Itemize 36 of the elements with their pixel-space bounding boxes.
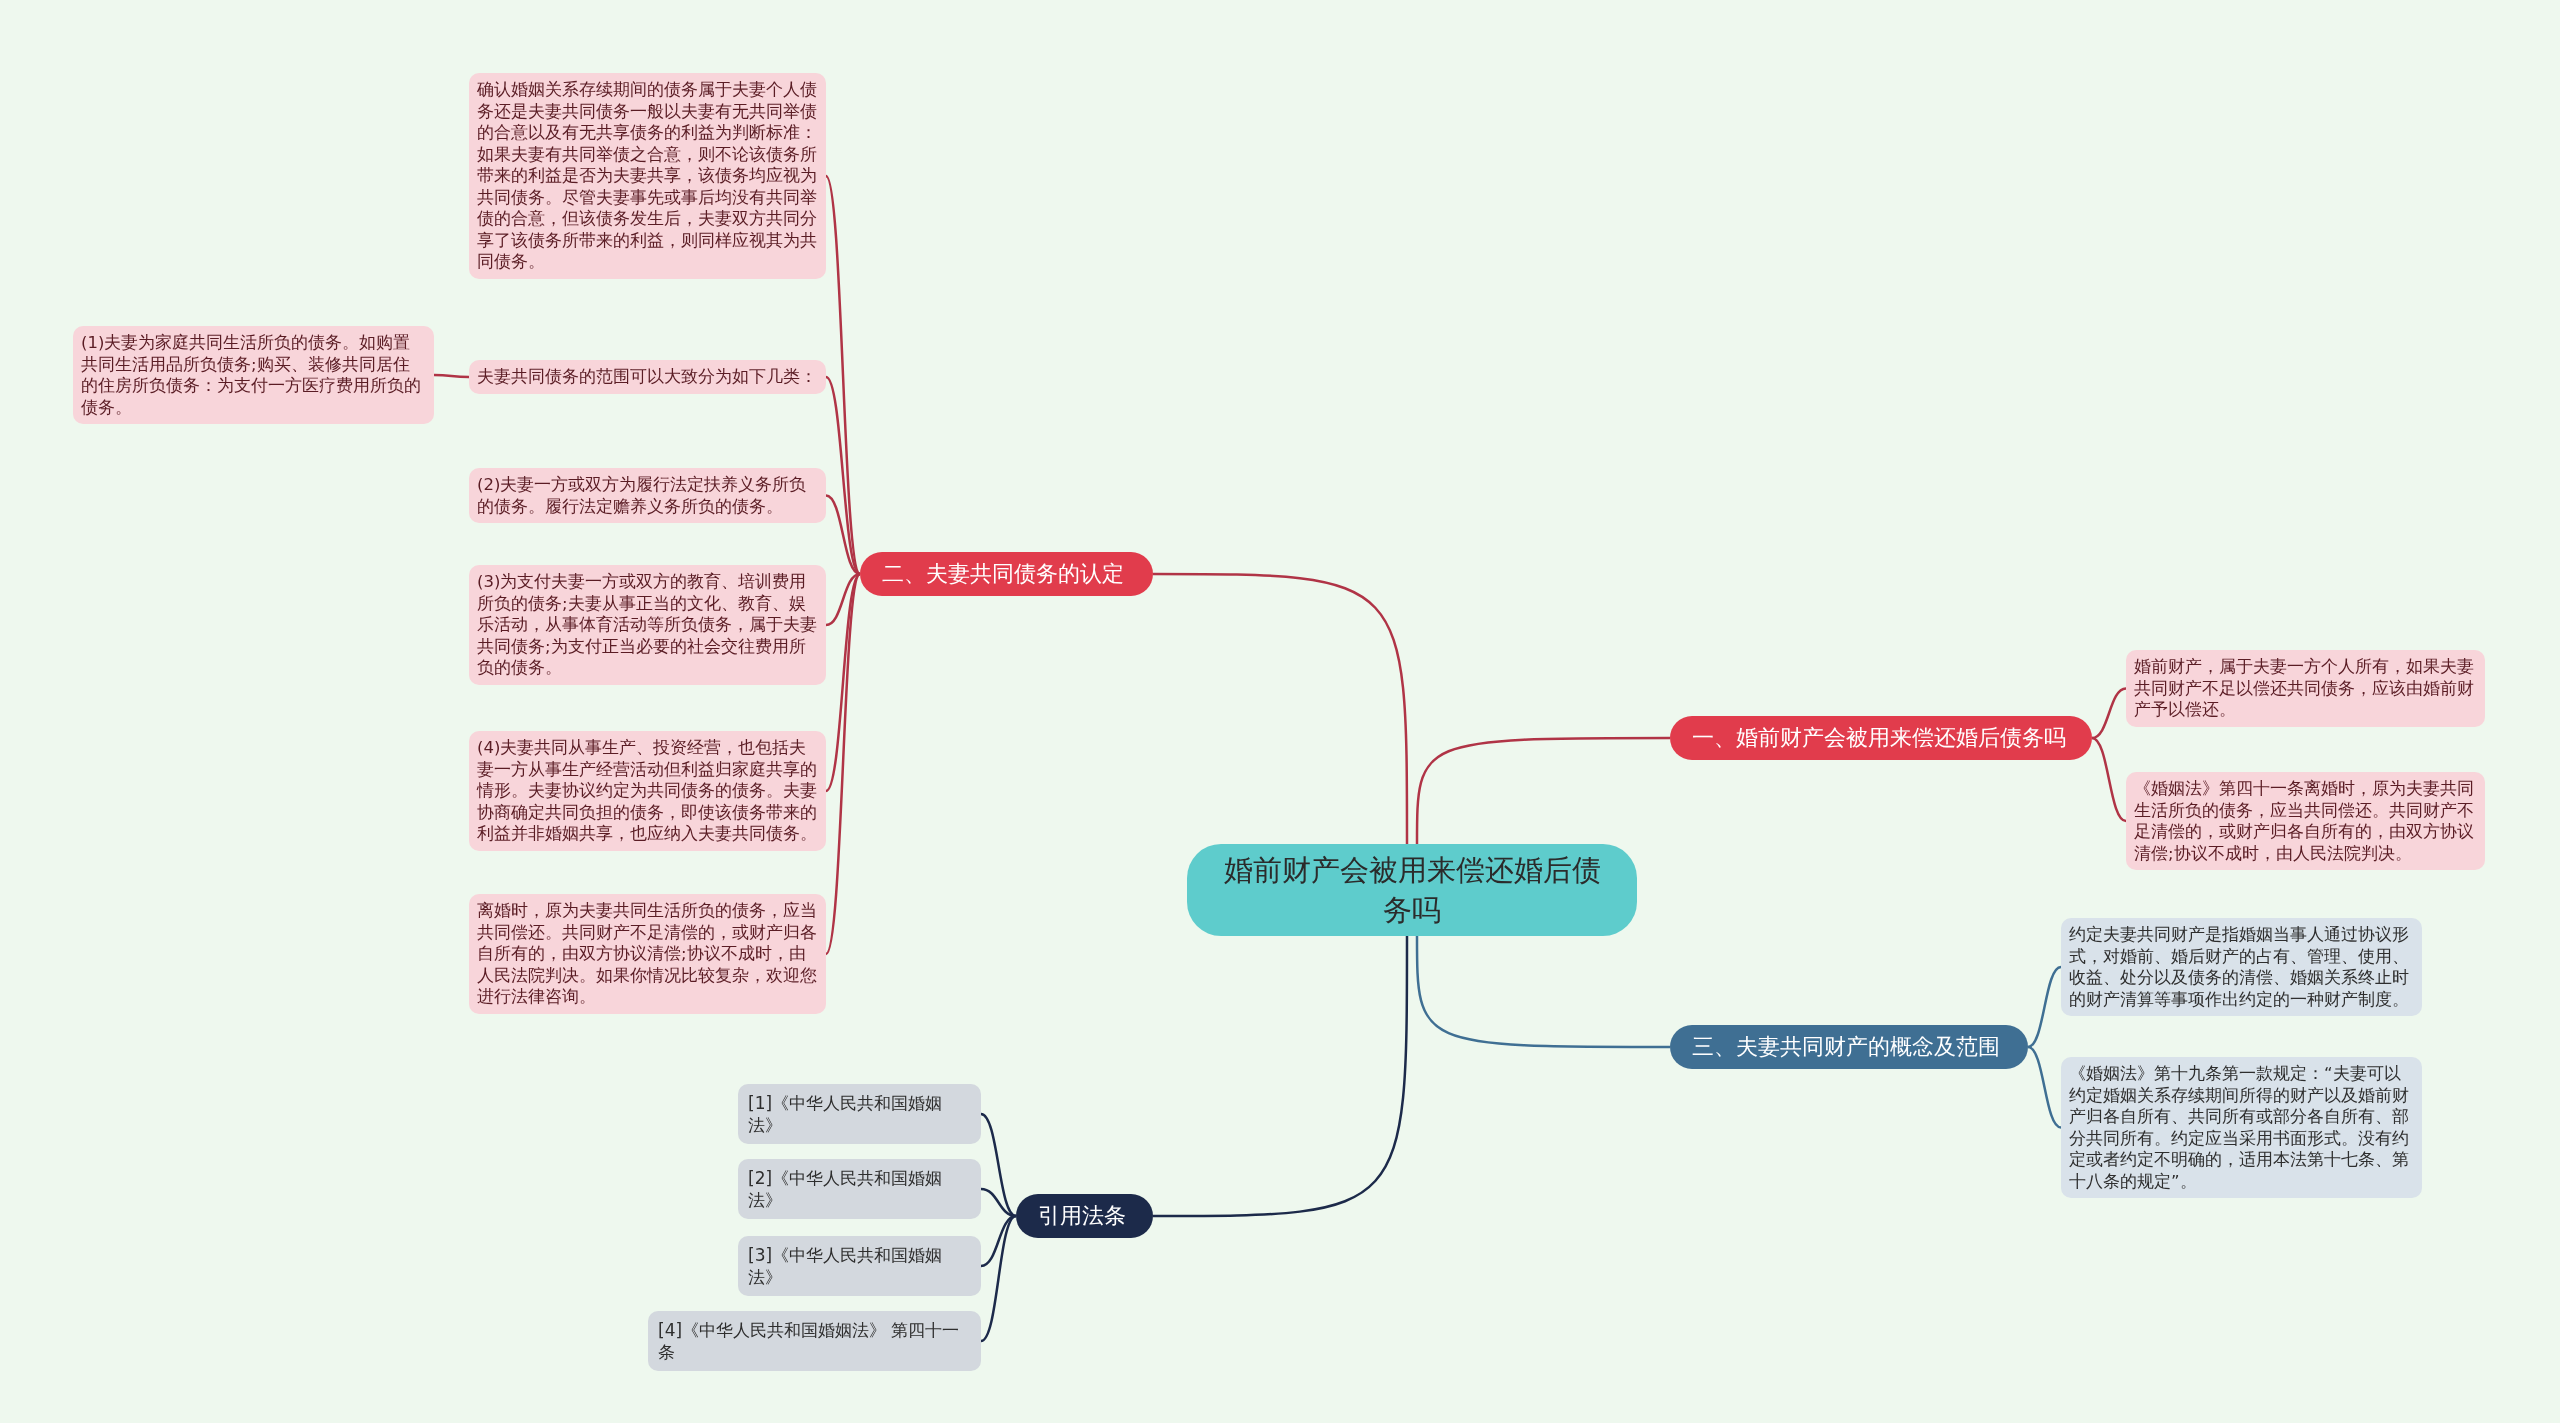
branch-topic: 一、婚前财产会被用来偿还婚后债务吗 [1670, 716, 2092, 760]
connector [2091, 736, 2127, 823]
connector [1153, 936, 1409, 1218]
connector [825, 573, 861, 792]
note-card: 夫妻共同债务的范围可以大致分为如下几类： [469, 360, 826, 394]
branch-topic: 二、夫妻共同债务的认定 [860, 552, 1153, 596]
branch-topic: 引用法条 [1016, 1194, 1153, 1238]
connector [980, 1214, 1017, 1343]
branch-topic: 三、夫妻共同财产的概念及范围 [1670, 1025, 2028, 1069]
reference-tag: [2]《中华人民共和国婚姻法》 [738, 1159, 981, 1219]
connector [980, 1112, 1017, 1218]
note-card: 《婚姻法》第四十一条离婚时，原为夫妻共同生活所负的债务，应当共同偿还。共同财产不足清偿的，或财产归各自所有的，由双方协议清偿;协议不成时，由人民法院判决。 [2126, 772, 2485, 870]
connector [824, 175, 862, 575]
connector [434, 373, 469, 379]
central-topic: 婚前财产会被用来偿还婚后债务吗 [1187, 844, 1637, 936]
note-card: (2)夫妻一方或双方为履行法定扶养义务所负的债务。履行法定赡养义务所负的债务。 [469, 468, 826, 523]
note-card: 确认婚姻关系存续期间的债务属于夫妻个人债务还是夫妻共同债务一般以夫妻有无共同举债的合意以及有无共享债务的利益为判断标准：如果夫妻有共同举债之合意，则不论该债务所带来的利益是否为夫妻共享，该债务均应视为共同债务。尽管夫妻事先或事后均没有共同举债的合意，但该债务发生后，夫妻双方共同分享了该债务所带来的利益，则同样应视其为共同债务。 [469, 73, 826, 279]
connector [980, 1214, 1017, 1268]
connector [825, 376, 861, 575]
reference-tag: [1]《中华人民共和国婚姻法》 [738, 1084, 981, 1144]
reference-tag: [3]《中华人民共和国婚姻法》 [738, 1236, 981, 1296]
connector [2027, 965, 2062, 1049]
note-card: (1)夫妻为家庭共同生活所负的债务。如购置共同生活用品所负债务;购买、装修共同居住的住房所负债务：为支付一方医疗费用所负的债务。 [73, 326, 434, 424]
note-card: (3)为支付夫妻一方或双方的教育、培训费用所负的债务;夫妻从事正当的文化、教育、娱乐活动，从事体育活动等所负债务，属于夫妻共同债务;为支付正当必要的社会交往费用所负的债务。 [469, 565, 826, 685]
connector [824, 573, 862, 955]
note-card: 约定夫妻共同财产是指婚姻当事人通过协议形式，对婚前、婚后财产的占有、管理、使用、收益、处分以及债务的清偿、婚姻关系终止时的财产清算等事项作出约定的一种财产制度。 [2061, 918, 2422, 1016]
note-card: (4)夫妻共同从事生产、投资经营，也包括夫妻一方从事生产经营活动但利益归家庭共享的情形。夫妻协议约定为共同债务的债务。夫妻协商确定共同负担的债务，即使该债务带来的利益并非婚姻共享，也应纳入夫妻共同债务。 [469, 731, 826, 851]
reference-tag: [4]《中华人民共和国婚姻法》 第四十一条 [648, 1311, 981, 1371]
note-card: 《婚姻法》第十九条第一款规定：“夫妻可以约定婚姻关系存续期间所得的财产以及婚前财产归各自所有、共同所有或部分各自所有、部分共同所有。约定应当采用书面形式。没有约定或者约定不明确的，适用本法第十七条、第十八条的规定”。 [2061, 1057, 2422, 1198]
connector [1153, 572, 1409, 844]
connector [1415, 736, 1670, 844]
connector [2091, 687, 2127, 740]
note-card: 离婚时，原为夫妻共同生活所负的债务，应当共同偿还。共同财产不足清偿的，或财产归各自所有的，由双方协议清偿;协议不成时，由人民法院判决。如果你情况比较复杂，欢迎您进行法律咨询。 [469, 894, 826, 1014]
connector [1415, 936, 1670, 1049]
connector [2027, 1045, 2062, 1129]
note-card: 婚前财产，属于夫妻一方个人所有，如果夫妻共同财产不足以偿还共同债务，应该由婚前财产予以偿还。 [2126, 650, 2485, 727]
